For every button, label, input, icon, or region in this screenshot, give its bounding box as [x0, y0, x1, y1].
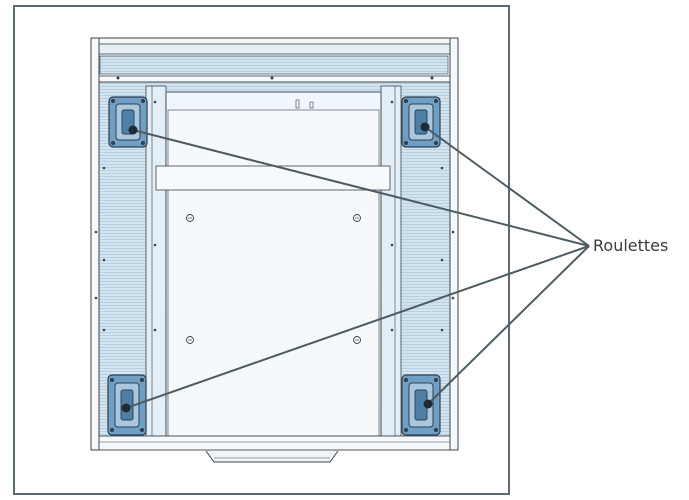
- caster-bottom-right: [401, 374, 441, 436]
- right-channel: [380, 85, 402, 439]
- bottom-rail: [98, 435, 451, 451]
- leader-line-top-left: [132, 129, 590, 247]
- top-rail: [90, 37, 459, 83]
- callout-anchor-dots: [121, 122, 433, 413]
- caster-top-right: [401, 96, 441, 148]
- right-upright: [449, 37, 459, 451]
- leader-line-top-right: [424, 126, 590, 247]
- caster-top-left: [108, 96, 148, 148]
- callout-leader-lines: [125, 126, 590, 409]
- leader-line-bottom-right: [427, 245, 590, 405]
- left-upright: [90, 37, 100, 451]
- roulettes-label: Roulettes: [593, 236, 669, 255]
- left-channel: [145, 85, 167, 439]
- leader-line-bottom-left: [125, 245, 590, 409]
- handle: [205, 450, 339, 463]
- panel-screws: [94, 166, 455, 332]
